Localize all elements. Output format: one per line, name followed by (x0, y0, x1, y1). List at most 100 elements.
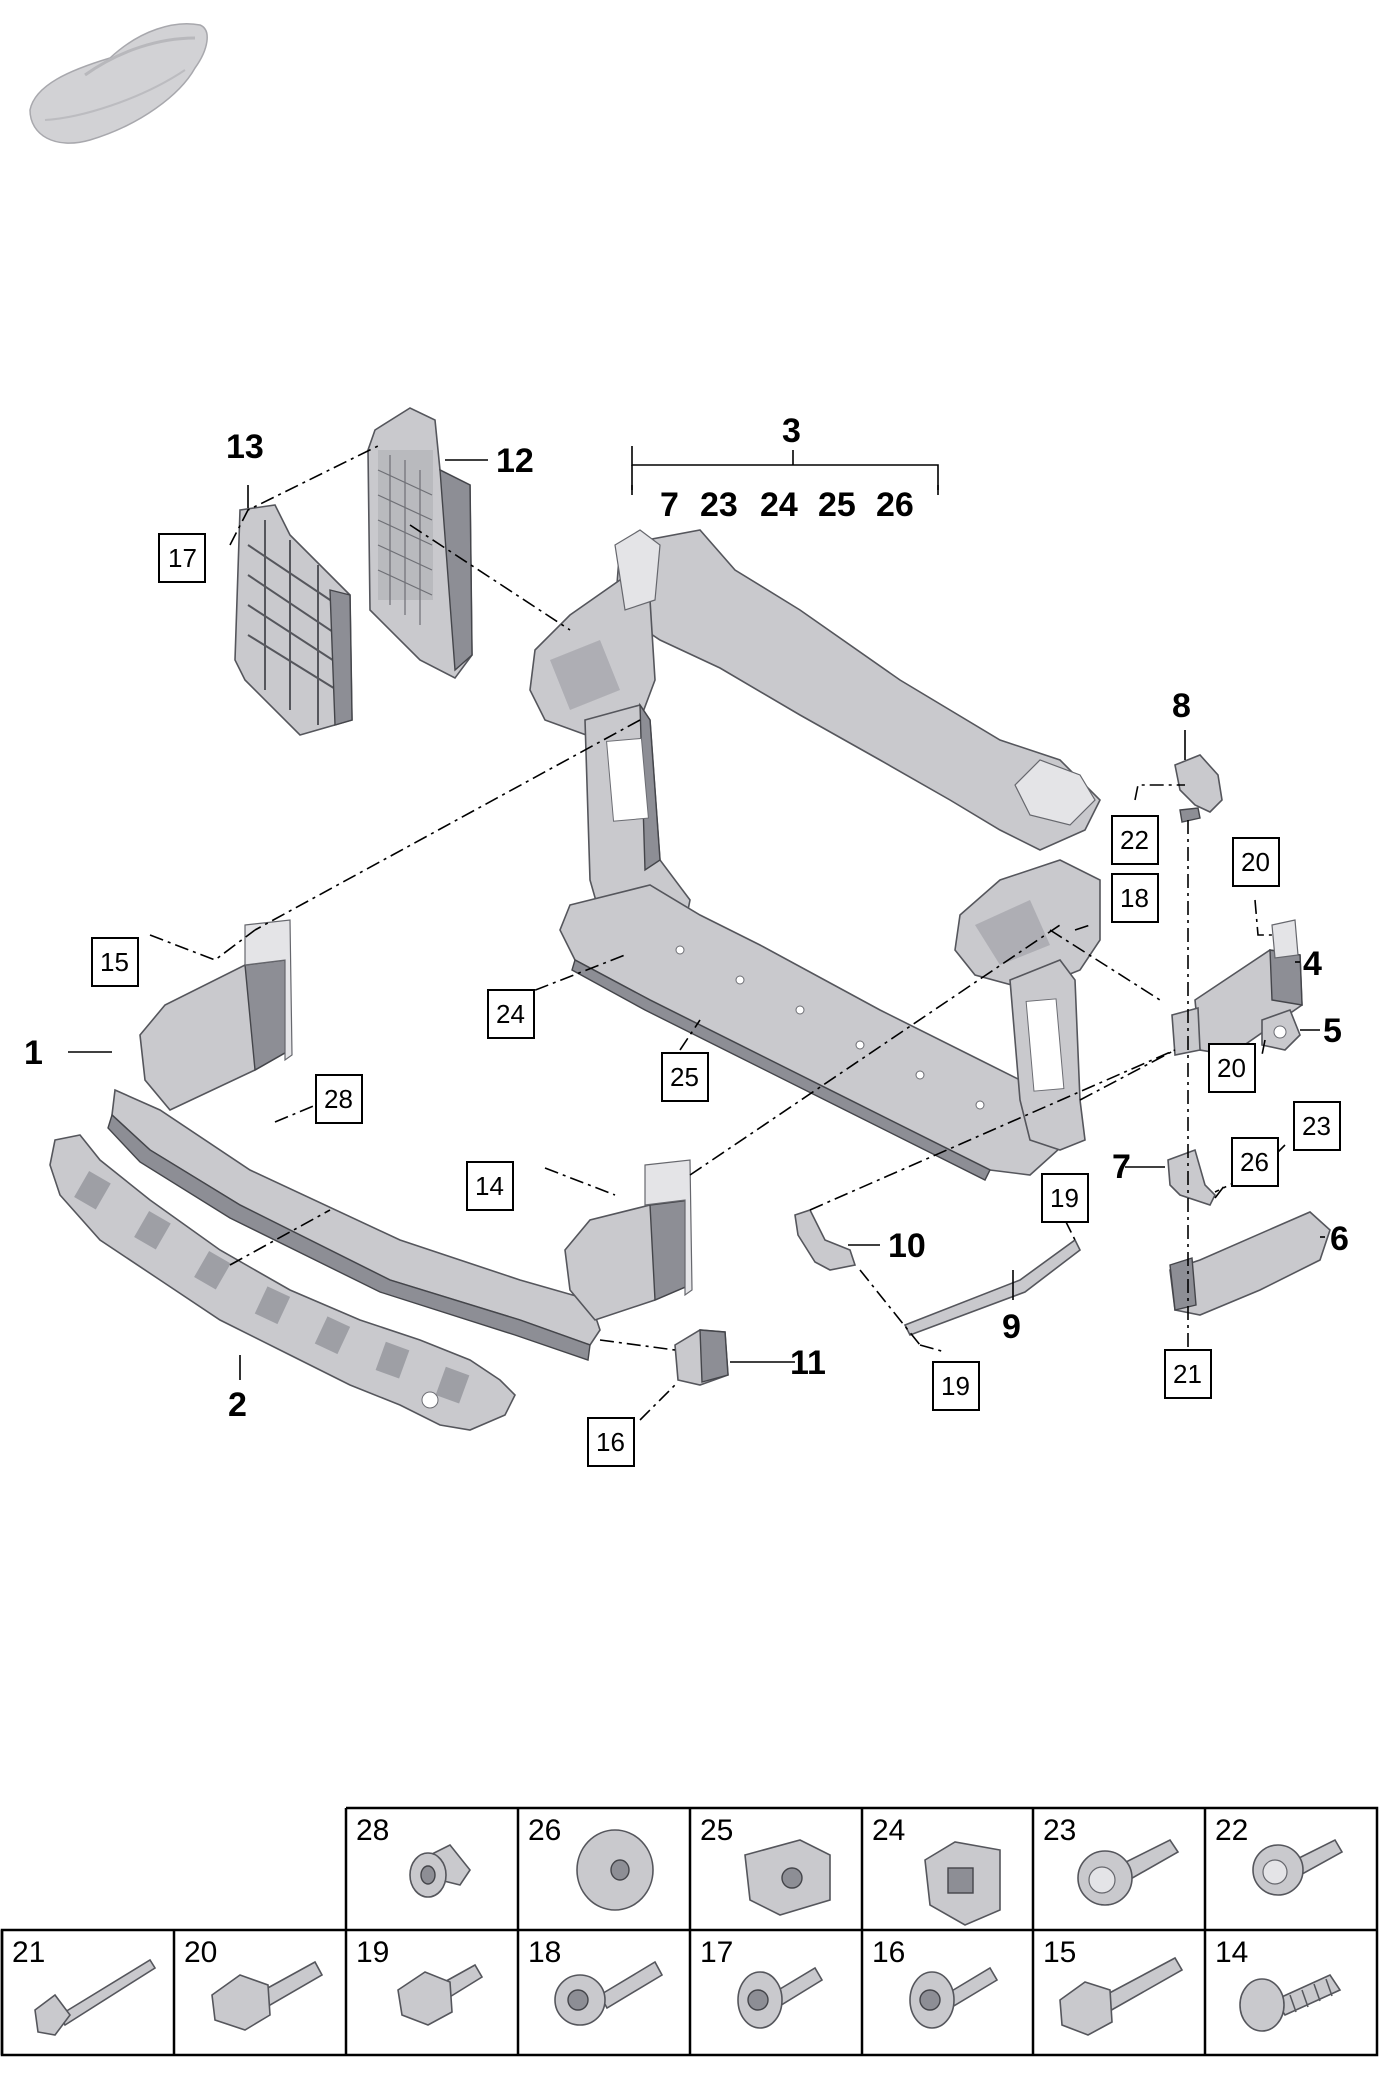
fastener-number-14: 14 (1215, 1936, 1248, 1969)
fastener-grid: 28 26 25 24 23 22 21 20 19 18 17 16 15 1… (0, 1806, 1379, 2057)
fastener-number-16: 16 (872, 1936, 905, 1969)
energy-absorber (49, 1134, 516, 1431)
callout-6: 6 (1330, 1220, 1349, 1258)
fastener-21-icon (34, 1958, 157, 2036)
fastener-18-icon (554, 1960, 664, 2026)
fastener-number-28: 28 (356, 1814, 389, 1847)
fastener-19-icon (397, 1963, 484, 2026)
fastener-number-20: 20 (184, 1936, 217, 1969)
callout-11: 11 (790, 1344, 826, 1382)
callout-13: 13 (226, 428, 264, 466)
part-6-cover (1169, 1211, 1331, 1316)
box-label-20-bottom: 20 (1208, 1043, 1256, 1093)
fastener-15-icon (1059, 1956, 1184, 2036)
leader-lines (68, 446, 1325, 1380)
vehicle-silhouette-icon (29, 23, 208, 144)
callout-group-26: 26 (876, 486, 914, 524)
front-end-carrier (529, 529, 1101, 1181)
part-10-bracket (794, 1209, 857, 1271)
box-label-21: 21 (1164, 1349, 1212, 1399)
fastener-14-icon (1239, 1973, 1342, 2032)
assembly-lines (149, 444, 1286, 1421)
svg-text:17: 17 (168, 543, 197, 573)
fastener-number-22: 22 (1215, 1814, 1248, 1847)
fastener-22-icon (1252, 1838, 1344, 1896)
fastener-28-icon (409, 1843, 471, 1898)
callout-9: 9 (1002, 1308, 1021, 1346)
callout-group-25: 25 (818, 486, 856, 524)
svg-text:14: 14 (475, 1171, 504, 1201)
box-label-15: 15 (91, 937, 139, 987)
callout-1: 1 (24, 1034, 43, 1072)
svg-text:28: 28 (324, 1084, 353, 1114)
box-label-14: 14 (466, 1161, 514, 1211)
callout-2: 2 (228, 1386, 247, 1424)
part-8-clip (1174, 754, 1223, 823)
fastener-16-icon (909, 1966, 999, 2029)
part-9-strut (903, 1238, 1082, 1337)
callout-10: 10 (888, 1227, 926, 1265)
box-label-16: 16 (587, 1417, 635, 1467)
svg-text:18: 18 (1120, 883, 1149, 913)
box-label-22: 22 (1111, 815, 1159, 865)
svg-text:24: 24 (496, 999, 525, 1029)
fastener-23-icon (1077, 1838, 1180, 1906)
crash-box-left (139, 919, 293, 1111)
box-label-19-bottom: 19 (932, 1361, 980, 1411)
box-label-20-top: 20 (1232, 837, 1280, 887)
part-11-module (674, 1329, 729, 1386)
fastener-number-26: 26 (528, 1814, 561, 1847)
boxed-labels: 17 15 24 25 28 14 16 22 18 20 20 23 26 1… (91, 533, 1341, 1467)
callout-group-24: 24 (760, 486, 798, 524)
radiator-side-cover (367, 407, 473, 680)
fastener-25-icon (744, 1839, 831, 1916)
callout-7: 7 (1112, 1148, 1131, 1186)
svg-text:23: 23 (1302, 1111, 1331, 1141)
svg-text:20: 20 (1241, 847, 1270, 877)
svg-text:26: 26 (1240, 1147, 1269, 1177)
box-label-24: 24 (487, 989, 535, 1039)
callout-numbers: 3 7 23 24 25 26 13 12 1 2 8 4 5 7 6 10 9… (24, 412, 1349, 1424)
callout-group-7: 7 (660, 486, 679, 524)
fastener-20-icon (211, 1960, 324, 2031)
fastener-number-23: 23 (1043, 1814, 1076, 1847)
part-5-holder (1261, 1008, 1301, 1051)
svg-text:16: 16 (596, 1427, 625, 1457)
crash-box-right (564, 1159, 693, 1321)
fastener-number-15: 15 (1043, 1936, 1076, 1969)
fastener-26-icon (576, 1829, 654, 1911)
box-label-26: 26 (1231, 1137, 1279, 1187)
fastener-number-21: 21 (12, 1936, 45, 1969)
callout-12: 12 (496, 442, 534, 480)
fastener-24-icon (924, 1841, 1001, 1926)
box-label-23: 23 (1293, 1101, 1341, 1151)
callout-group-23: 23 (700, 486, 738, 524)
box-label-18: 18 (1111, 873, 1159, 923)
svg-text:25: 25 (670, 1062, 699, 1092)
fastener-number-19: 19 (356, 1936, 389, 1969)
svg-text:21: 21 (1173, 1359, 1202, 1389)
box-label-17: 17 (158, 533, 206, 583)
svg-text:19: 19 (1050, 1183, 1079, 1213)
callout-3: 3 (782, 412, 801, 450)
part-4-bracket (1171, 919, 1303, 1056)
box-label-19-top: 19 (1041, 1173, 1089, 1223)
box-label-28: 28 (315, 1074, 363, 1124)
callout-4: 4 (1303, 945, 1322, 983)
svg-text:20: 20 (1217, 1053, 1246, 1083)
air-guide-grille (234, 504, 353, 736)
group-bracket-3 (631, 485, 939, 495)
bumper-beam (107, 1088, 601, 1361)
svg-text:22: 22 (1120, 825, 1149, 855)
fastener-number-17: 17 (700, 1936, 733, 1969)
fastener-number-24: 24 (872, 1814, 905, 1847)
box-label-25: 25 (661, 1052, 709, 1102)
callout-5: 5 (1323, 1012, 1342, 1050)
fastener-number-25: 25 (700, 1814, 733, 1847)
part-7-bracket (1167, 1148, 1216, 1206)
fastener-17-icon (737, 1966, 824, 2029)
svg-text:19: 19 (941, 1371, 970, 1401)
callout-8: 8 (1172, 687, 1191, 725)
svg-text:15: 15 (100, 947, 129, 977)
